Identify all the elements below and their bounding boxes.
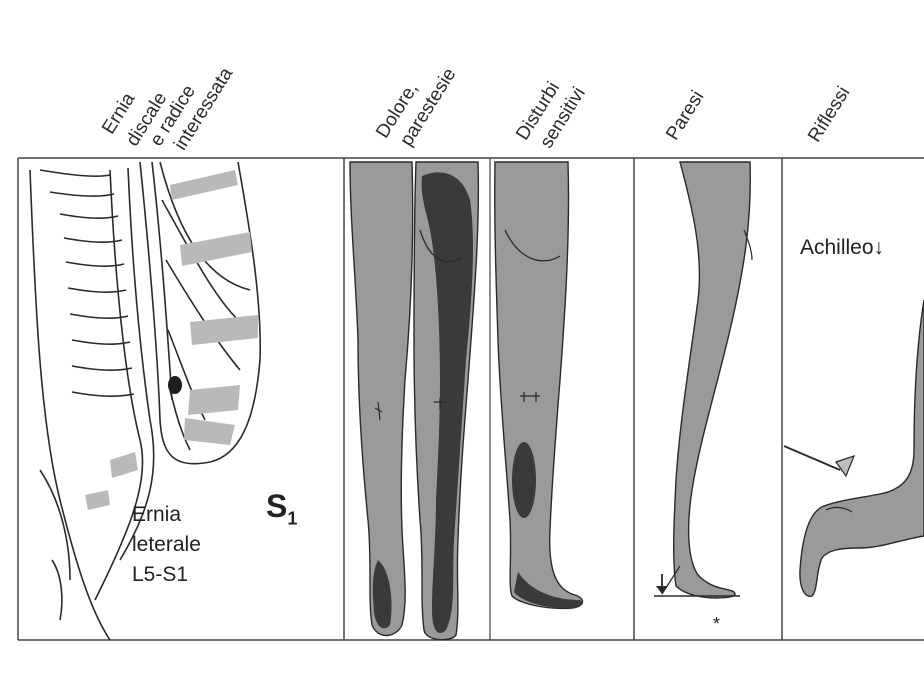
reflex-label: Achilleo↓ [800,236,884,260]
paresis-star: * [713,614,720,635]
root-label-subscript: 1 [287,508,297,528]
root-label: S1 [266,488,297,529]
paresis-leg [654,162,752,598]
root-label-letter: S [266,488,287,524]
hernia-label-line2: leterale [132,530,201,560]
pain-legs [350,162,478,640]
sensory-leg [495,162,583,608]
herniated-disc-mark [168,376,182,394]
hernia-label: Ernia leterale L5-S1 [132,500,201,590]
hernia-label-line1: Ernia [132,500,201,530]
reflex-leg [784,300,924,596]
hernia-label-line3: L5-S1 [132,560,201,590]
sensory-calf-area [512,442,536,518]
